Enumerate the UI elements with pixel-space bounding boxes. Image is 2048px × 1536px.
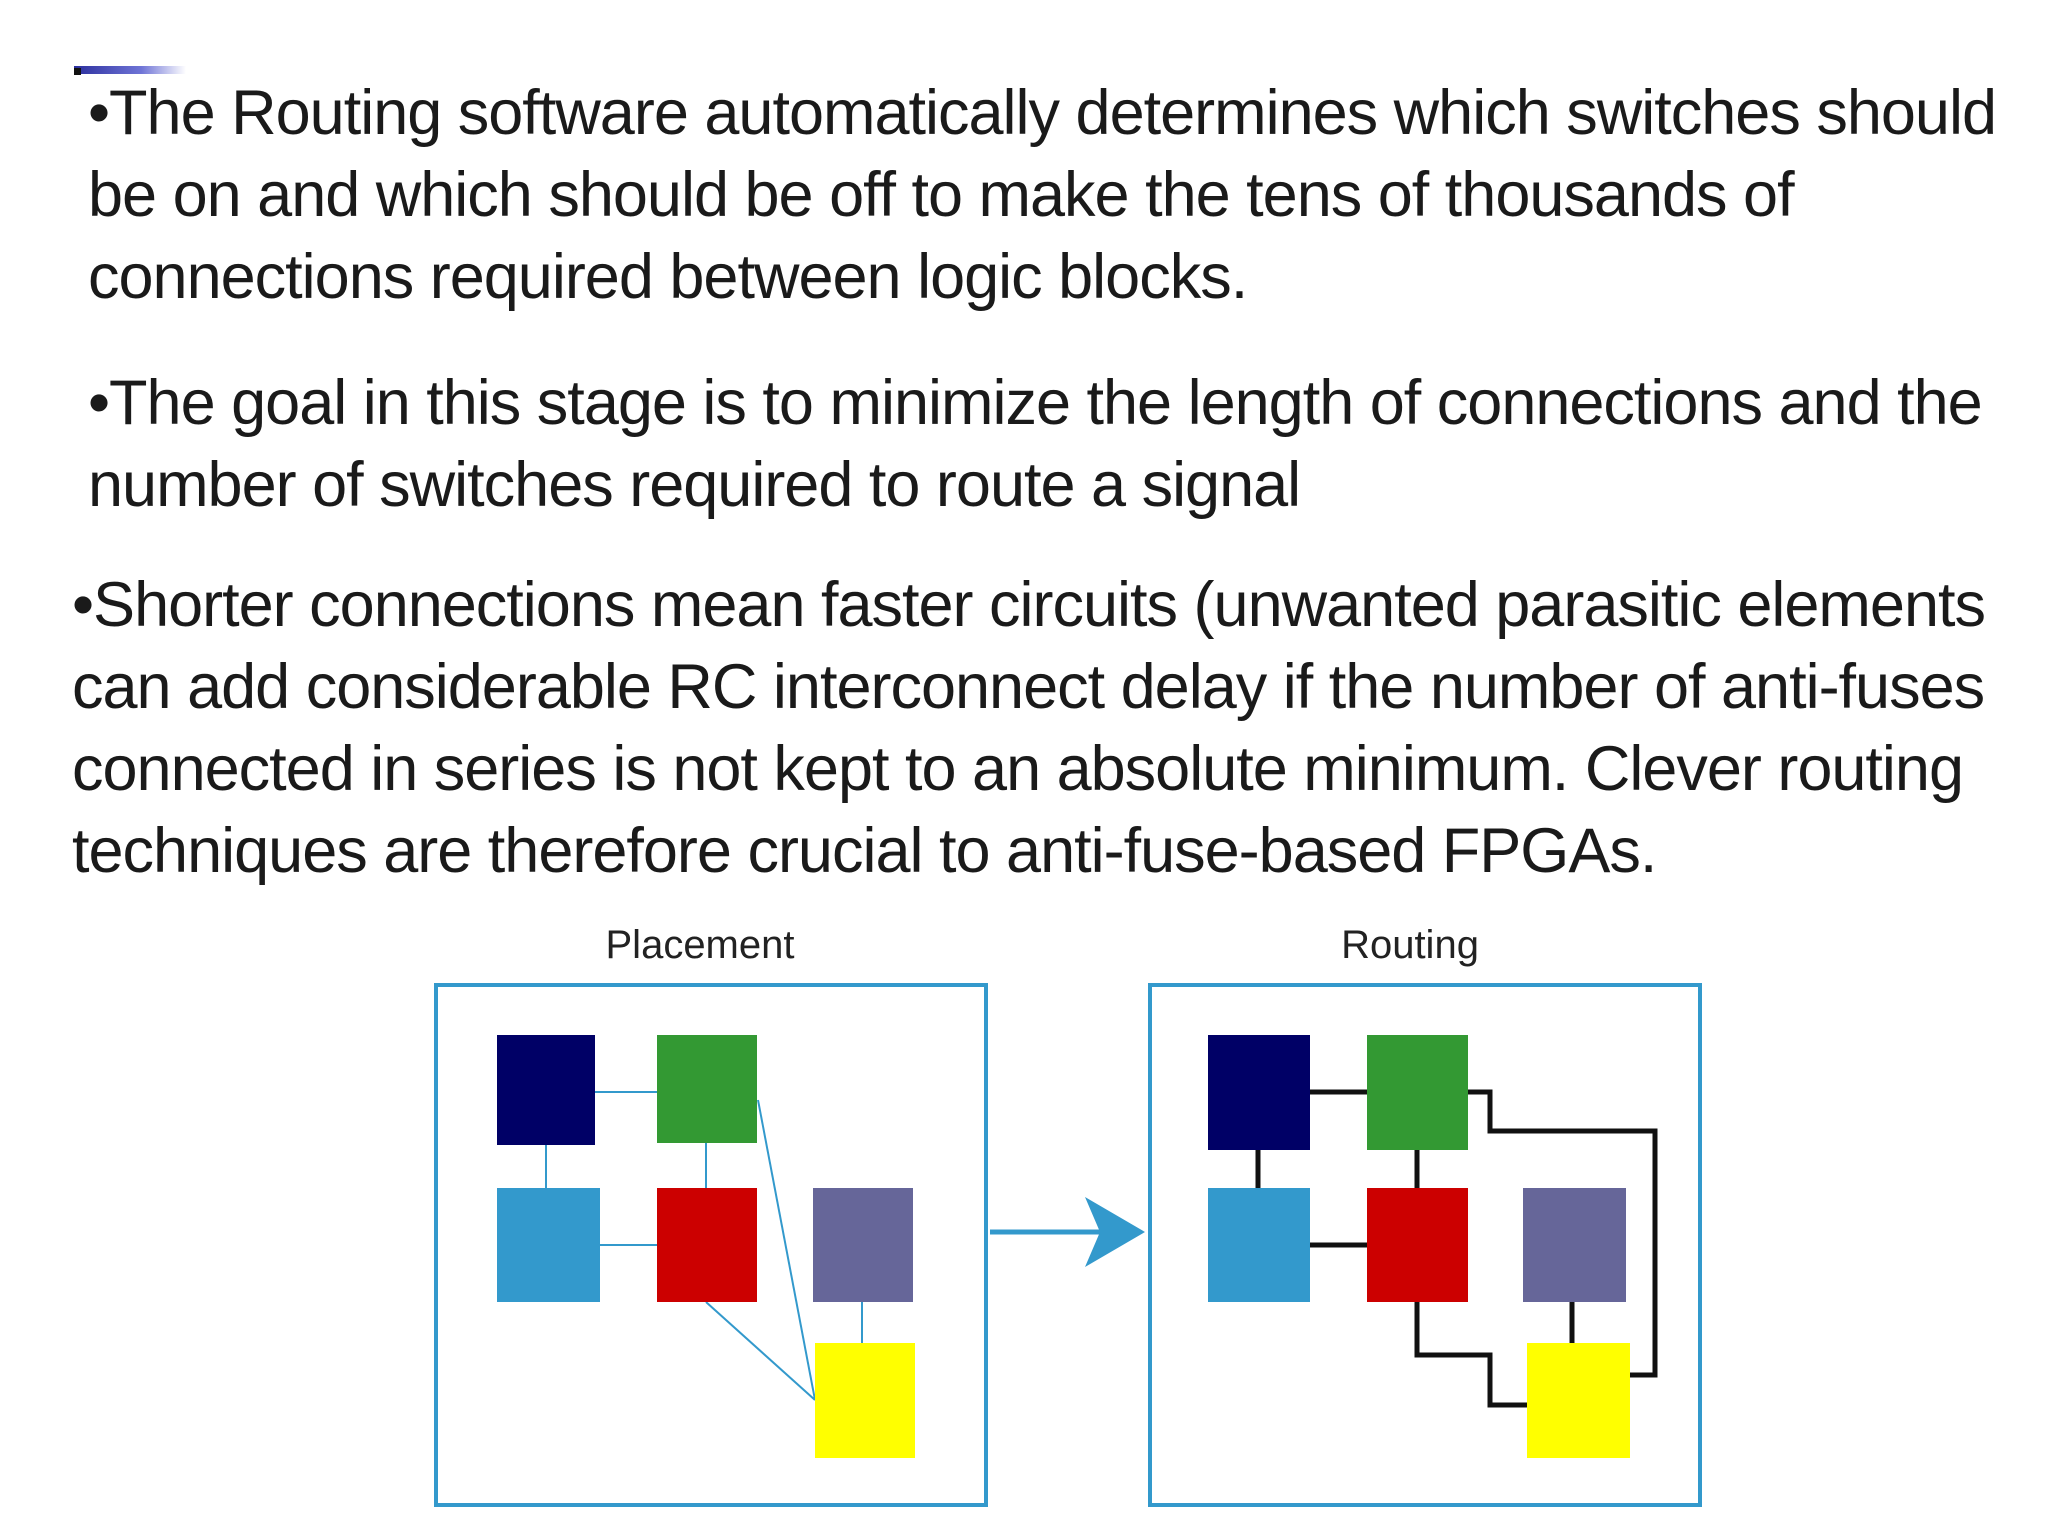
bullet-line: •Shorter connections mean faster circuit… <box>72 570 1986 640</box>
logic-block-slate <box>813 1188 913 1302</box>
bullet-line: •The Routing software automatically dete… <box>88 78 1997 148</box>
bullet-line: connected in series is not kept to an ab… <box>72 734 1964 804</box>
routing-frame <box>1148 983 1702 1507</box>
bullet-line: •The goal in this stage is to minimize t… <box>88 368 1983 438</box>
logic-block-navy <box>1208 1035 1310 1150</box>
logic-block-green <box>1367 1035 1468 1150</box>
logic-block-lightblue <box>1208 1188 1310 1302</box>
routing-wire <box>1414 1302 1527 1408</box>
logic-block-yellow <box>815 1343 915 1458</box>
slide-corner-accent <box>74 66 186 74</box>
logic-block-red <box>657 1188 757 1302</box>
placement-wire <box>757 1099 816 1401</box>
bullet-line: can add considerable RC interconnect del… <box>72 652 1985 722</box>
placement-wires <box>545 1091 863 1401</box>
routing-wire <box>1468 1089 1658 1378</box>
logic-block-lightblue <box>497 1188 600 1302</box>
bullet-line: number of switches required to route a s… <box>88 450 1301 520</box>
routing-label: Routing <box>1341 923 1479 967</box>
placement-frame <box>434 983 988 1507</box>
bullet-line: techniques are therefore crucial to anti… <box>72 816 1657 886</box>
bullet-line: connections required between logic block… <box>88 242 1248 312</box>
logic-block-red <box>1367 1188 1468 1302</box>
arrow-icon <box>990 1197 1145 1267</box>
bullet-routing-goal: •The goal in this stage is to minimize t… <box>88 362 1983 526</box>
logic-block-green <box>657 1035 757 1143</box>
placement-label: Placement <box>606 923 795 967</box>
slide-corner-dot <box>74 68 81 75</box>
logic-block-navy <box>497 1035 595 1145</box>
routing-wires <box>1255 1089 1658 1408</box>
placement-wire <box>705 1301 816 1401</box>
placement-panel <box>434 983 988 1507</box>
bullet-routing-software: •The Routing software automatically dete… <box>88 72 1997 318</box>
routing-panel <box>1148 983 1702 1507</box>
logic-block-yellow <box>1527 1343 1630 1458</box>
logic-block-slate <box>1523 1188 1626 1302</box>
bullet-shorter-connections: •Shorter connections mean faster circuit… <box>72 564 1986 892</box>
bullet-line: be on and which should be off to make th… <box>88 160 1795 230</box>
